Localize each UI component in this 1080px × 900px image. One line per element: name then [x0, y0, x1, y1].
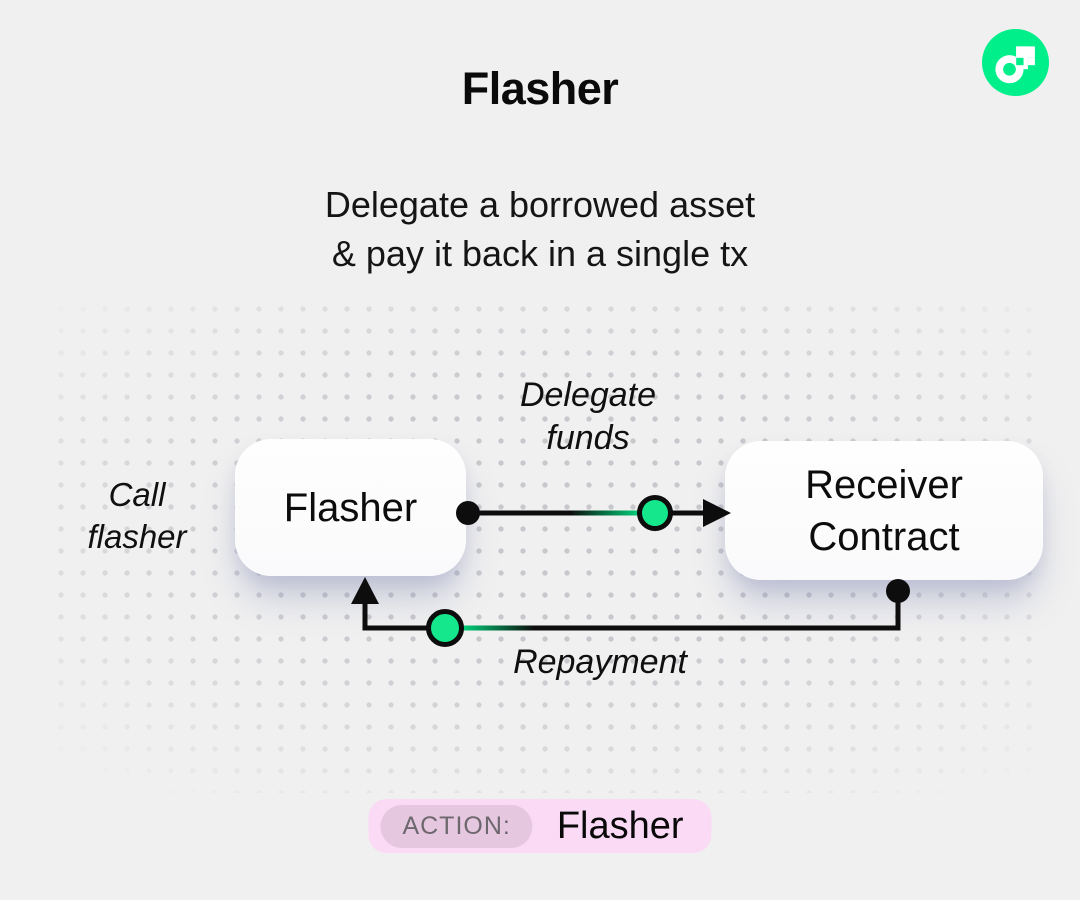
page-title: Flasher — [461, 63, 619, 114]
flow-logo-icon — [982, 29, 1049, 96]
node-receiver-contract: Receiver Contract — [725, 441, 1043, 580]
delegate-funds-label: Delegate funds — [519, 376, 657, 457]
action-badge-value: Flasher — [556, 804, 684, 847]
node-receiver-label: Receiver Contract — [805, 462, 963, 559]
action-badge-label: ACTION: — [380, 804, 533, 848]
subtitle: Delegate a borrowed asset & pay it back … — [324, 184, 756, 274]
action-badge: ACTION: Flasher — [368, 799, 712, 853]
call-flasher-label: Call flasher — [87, 476, 187, 555]
repayment-label: Repayment — [513, 643, 687, 681]
node-flasher-label: Flasher — [283, 485, 418, 530]
node-flasher: Flasher — [235, 439, 466, 576]
